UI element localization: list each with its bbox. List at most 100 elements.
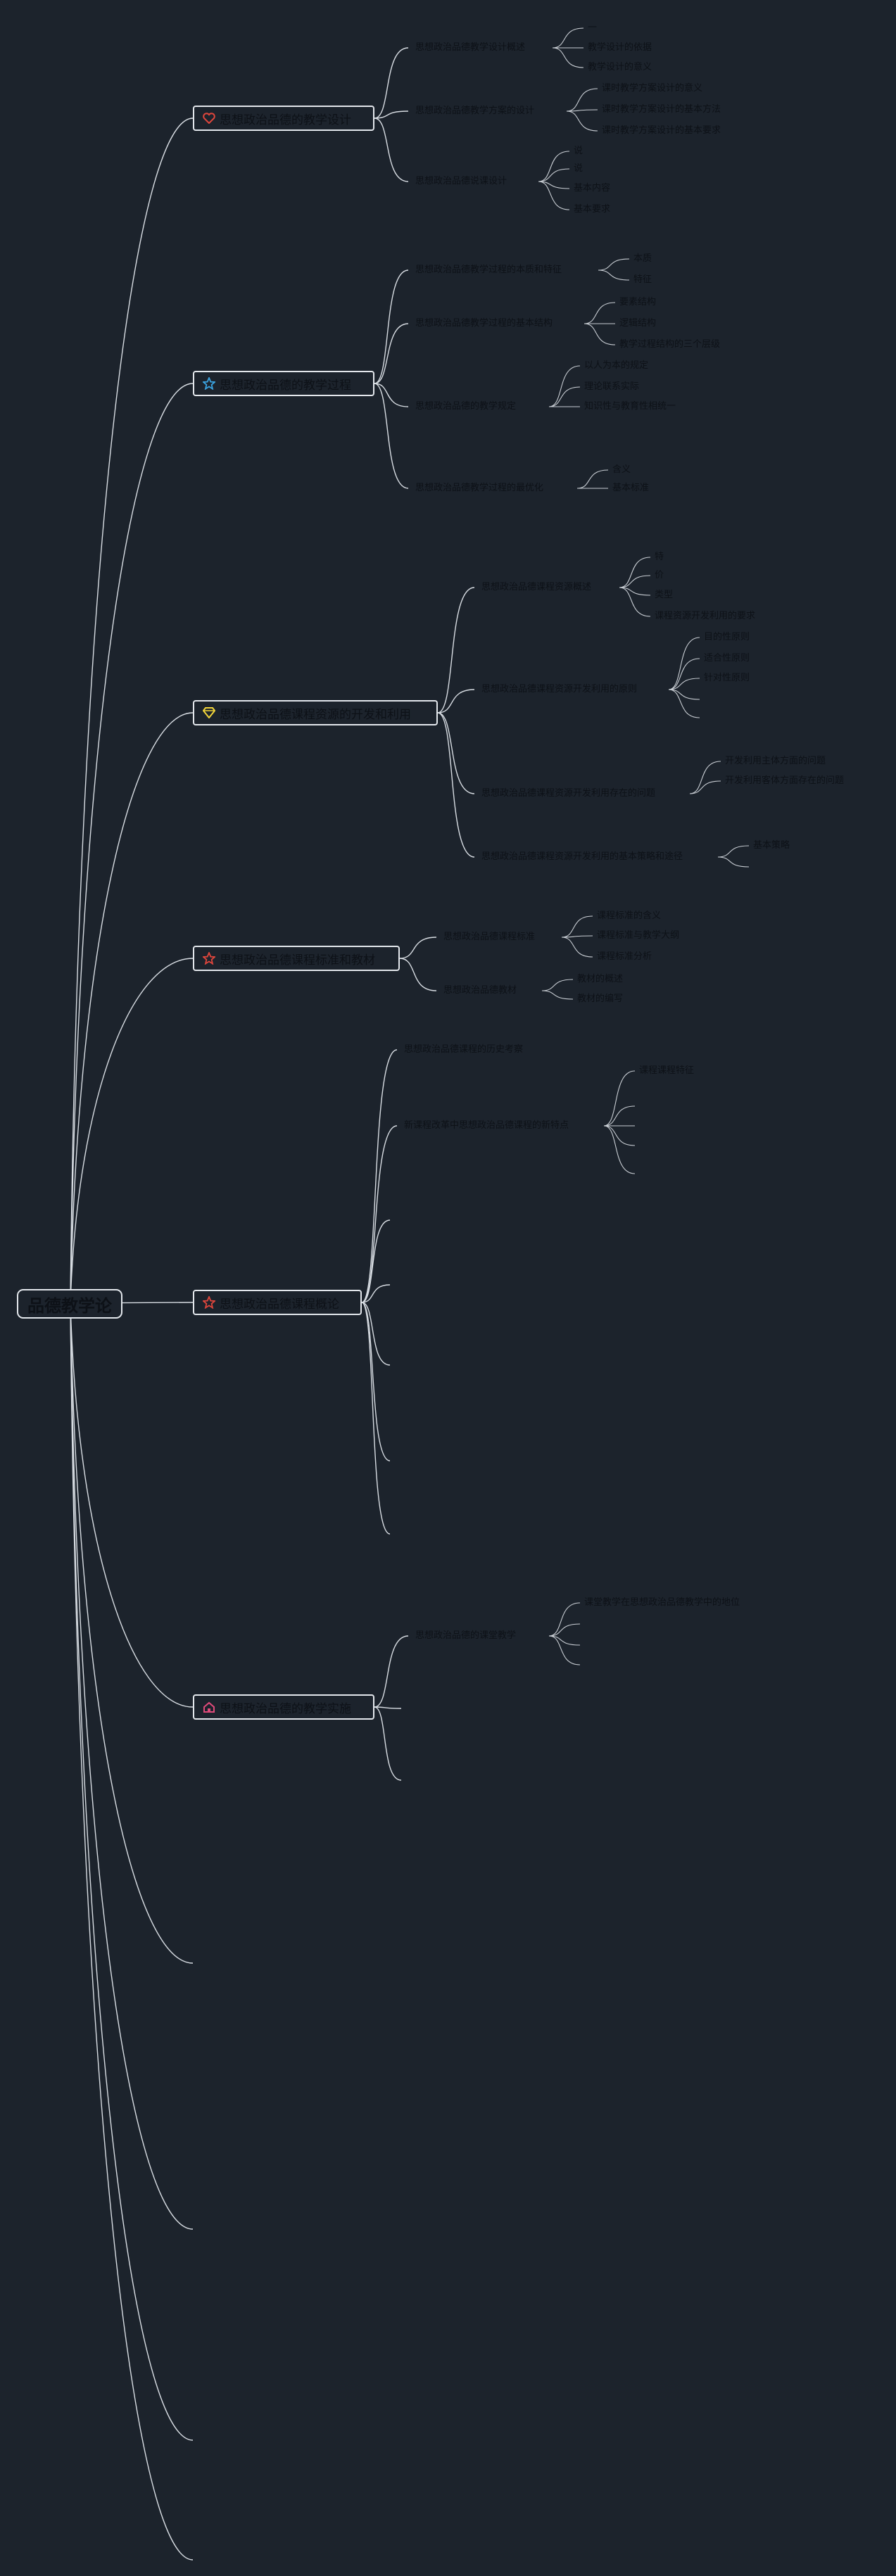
diamond-icon [201,705,217,721]
leaf-line [541,979,574,991]
leaf-node[interactable]: 课时教学方案设计的基本要求 [602,125,721,136]
leaf-node[interactable]: 知识性与教育性相统一 [584,401,676,412]
sub-branch-line [361,1049,398,1303]
leaf-node[interactable]: 要素结构 [619,297,657,307]
topic-node[interactable]: 思想政治品德课程标准和教材 [193,946,400,971]
subtopic-node[interactable]: 思想政治品德教学方案的设计 [415,106,535,116]
subtopic-node[interactable]: 思想政治品德课程资源概述 [481,582,592,592]
leaf-node[interactable]: 课堂教学在思想政治品德教学中的地位 [584,1597,740,1608]
root-branch-line [70,118,194,1304]
empty-root-branch-line [70,1302,194,1964]
subtopic-node[interactable]: 思想政治品德教材 [443,985,517,996]
sub-branch-line [437,689,475,713]
leaf-node[interactable]: 针对性原则 [704,673,750,683]
root-topic[interactable]: 品德教学论 [17,1289,122,1319]
sub-branch-line [374,323,409,384]
topic-node[interactable]: 思想政治品德课程概论 [193,1290,362,1315]
topic-node[interactable]: 思想政治品德课程资源的开发和利用 [193,700,438,725]
sub-branch-line [361,1302,391,1461]
subtopic-node[interactable]: 思想政治品德教学过程的最优化 [415,483,544,493]
leaf-node[interactable]: 特征 [633,274,652,285]
subtopic-node[interactable]: 思想政治品德课程资源开发利用存在的问题 [481,788,656,799]
leaf-node[interactable]: 以人为本的规定 [584,360,649,371]
topic-node[interactable]: 思想政治品德的教学设计 [193,106,374,131]
leaf-node[interactable]: 基本内容 [574,183,611,193]
root-branch-line [70,1302,194,1708]
leaf-line [603,1070,636,1127]
leaf-node[interactable]: 开发利用主体方面的问题 [725,756,826,766]
subtopic-node[interactable]: 思想政治品德课程资源开发利用的原则 [481,684,638,694]
leaf-line [619,587,651,596]
leaf-node[interactable]: 本质 [633,253,652,264]
leaf-node[interactable]: 教学过程结构的三个层级 [619,339,721,350]
subtopic-node[interactable]: 思想政治品德课程资源开发利用的基本策略和途径 [481,851,683,862]
empty-root-branch-line [70,1302,194,2561]
leaf-node[interactable]: 教材的编写 [577,994,624,1004]
leaf-node[interactable]: 课程课程特征 [639,1065,695,1076]
topic-node[interactable]: 思想政治品德的教学过程 [193,371,374,396]
leaf-line [548,1635,581,1665]
leaf-node[interactable]: 课时教学方案设计的基本方法 [602,104,721,115]
leaf-node[interactable]: 基本策略 [753,840,790,851]
leaf-line [717,845,750,858]
subtopic-node[interactable]: 思想政治品德教学过程的基本结构 [415,318,553,329]
leaf-line [552,47,584,68]
sub-branch-line [361,1219,391,1303]
leaf-node[interactable]: 理论联系实际 [584,381,640,392]
leaf-line [619,575,651,588]
leaf-line [668,658,700,690]
leaf-node[interactable]: 类型 [655,590,674,600]
leaf-node[interactable]: 教学设计的意义 [588,62,652,72]
leaf-line [548,1623,581,1637]
topic-label: 思想政治品德课程资源的开发和利用 [220,707,411,722]
star-icon [201,951,217,966]
leaf-node[interactable]: 基本要求 [574,204,611,215]
leaf-node[interactable]: 说 [574,163,583,174]
leaf-node[interactable]: 基本标准 [612,483,650,493]
subtopic-node[interactable]: 思想政治品德的课堂教学 [415,1630,517,1641]
leaf-node[interactable]: 课时教学方案设计的意义 [602,83,703,94]
leaf-node[interactable]: 目的性原则 [704,632,750,642]
star-icon [201,1295,217,1310]
leaf-node[interactable]: 一 [588,23,598,33]
sub-branch-line [361,1284,391,1303]
leaf-line [668,689,700,718]
leaf-line [538,151,570,182]
leaf-node[interactable]: 逻辑结构 [619,318,657,329]
subtopic-node[interactable]: 思想政治品德教学设计概述 [415,42,526,53]
leaf-node[interactable]: 教学设计的依据 [588,42,652,53]
topic-label: 思想政治品德的教学设计 [220,113,351,127]
leaf-node[interactable]: 特 [655,552,664,562]
leaf-line [598,269,630,281]
sub-branch-line [361,1302,391,1535]
subtopic-node[interactable]: 新课程改革中思想政治品德课程的新特点 [404,1120,569,1131]
root-branch-line [70,383,194,1304]
home-icon [201,1699,217,1715]
subtopic-node[interactable]: 思想政治品德教学过程的本质和特征 [415,265,562,275]
subtopic-node[interactable]: 思想政治品德的教学规定 [415,401,517,412]
leaf-node[interactable]: 开发利用客体方面存在的问题 [725,775,845,786]
leaf-node[interactable]: 价 [655,570,664,580]
sub-branch-line [374,110,409,119]
leaf-node[interactable]: 课程标准分析 [597,951,652,962]
leaf-line [548,1602,581,1637]
leaf-node[interactable]: 课程资源开发利用的要求 [655,611,756,621]
leaf-line [548,386,581,407]
leaf-node[interactable]: 适合性原则 [704,653,750,664]
leaf-line [603,1125,636,1146]
leaf-line [583,323,616,345]
topic-node[interactable]: 思想政治品德的教学实施 [193,1694,374,1720]
subtopic-node[interactable]: 思想政治品德课程的历史考察 [404,1044,524,1055]
leaf-node[interactable]: 说 [574,146,583,156]
leaf-node[interactable]: 课程标准与教学大纲 [597,930,680,941]
sub-branch-line [374,118,409,182]
subtopic-node[interactable]: 思想政治品德说课设计 [415,176,507,186]
subtopic-node[interactable]: 思想政治品德课程标准 [443,932,536,942]
leaf-node[interactable]: 教材的概述 [577,974,624,984]
leaf-line [552,27,584,49]
leaf-node[interactable]: 含义 [612,464,631,475]
sub-branch-line [399,937,437,959]
leaf-line [566,109,598,112]
leaf-node[interactable]: 课程标准的含义 [597,911,662,921]
